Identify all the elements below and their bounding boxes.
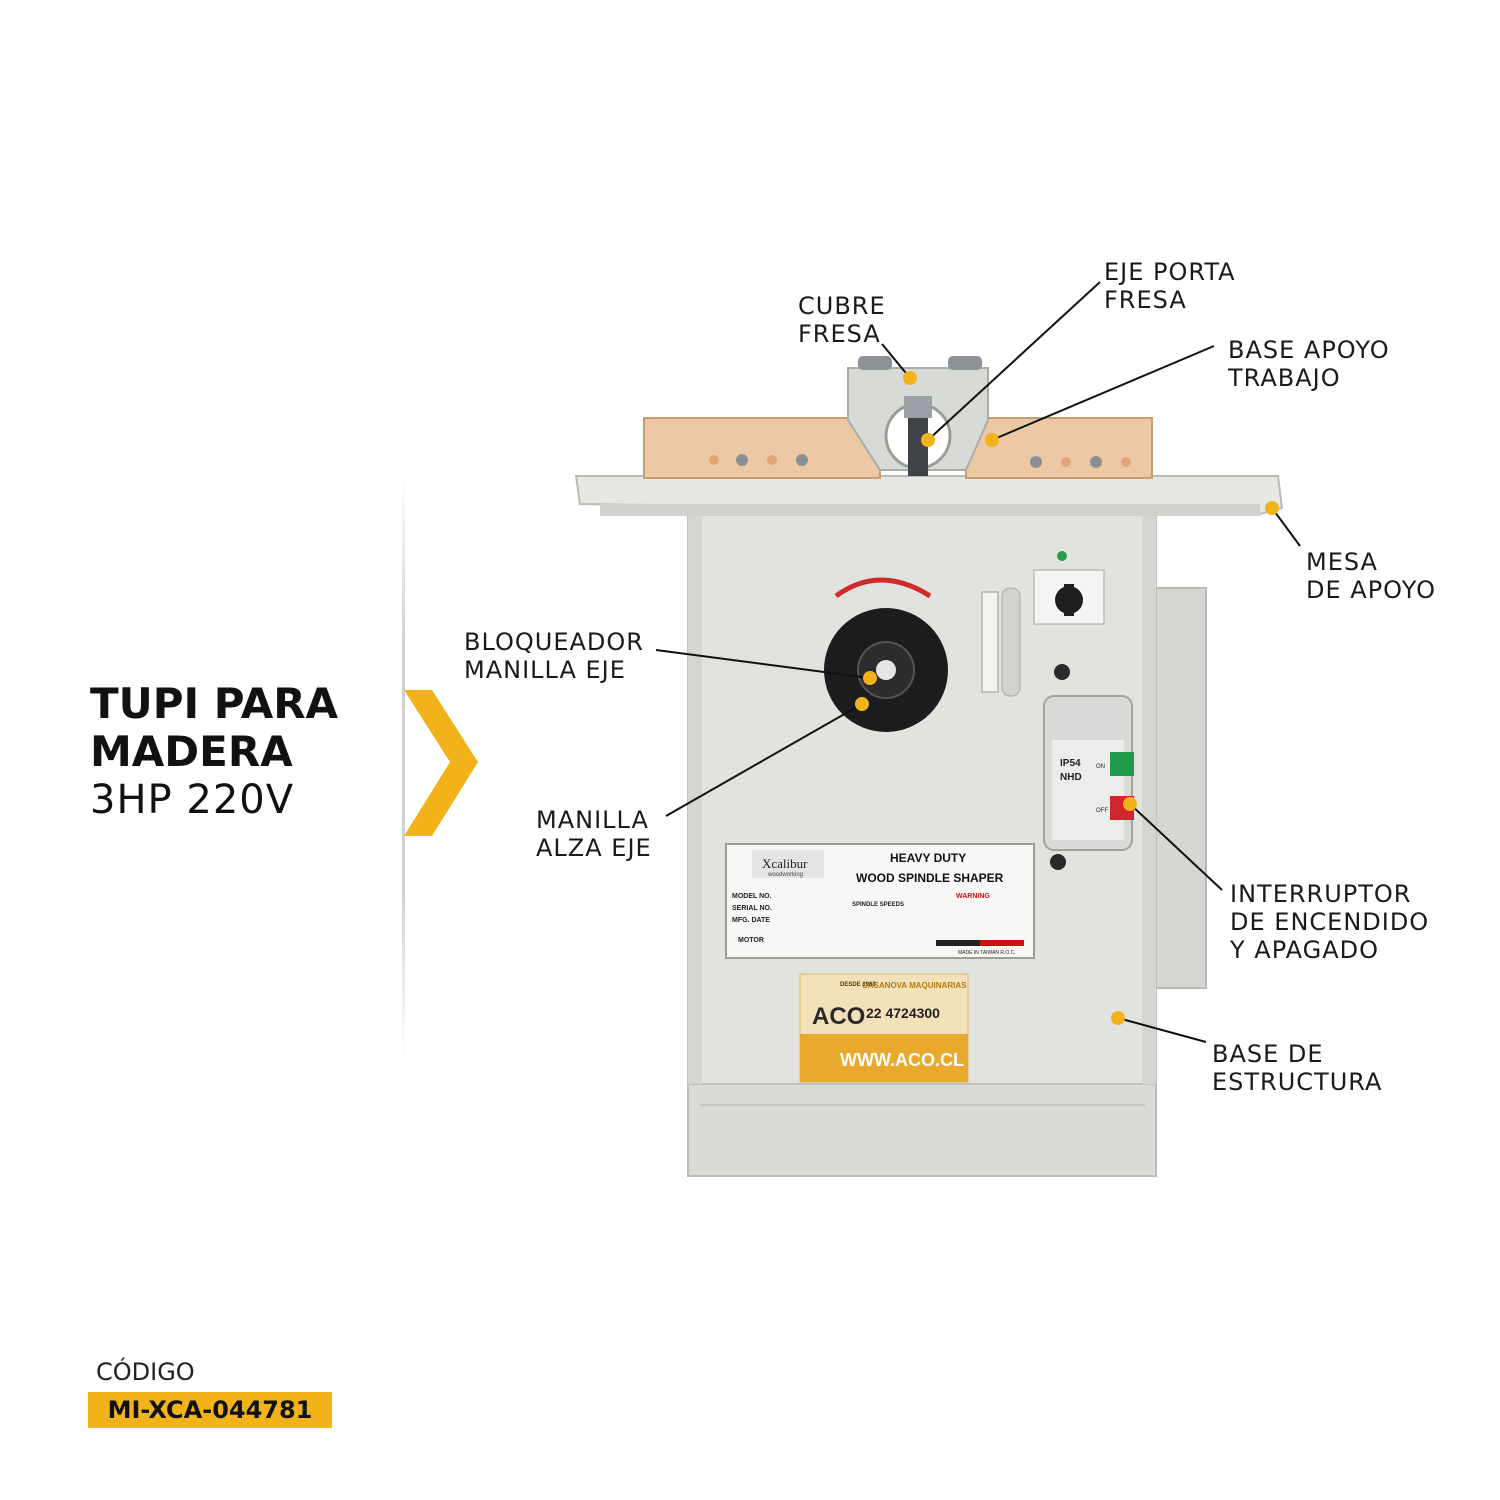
- callout-cubre-fresa: CUBRE FRESA: [798, 292, 886, 348]
- callout-base-de-estructura: BASE DE ESTRUCTURA: [1212, 1040, 1383, 1096]
- vertical-divider: [402, 470, 405, 1060]
- callout-eje-porta-fresa: EJE PORTA FRESA: [1104, 258, 1236, 314]
- callout-mesa-de-apoyo: MESA DE APOYO: [1306, 548, 1436, 604]
- height-scale: [981, 591, 999, 693]
- product-code-label: CÓDIGO: [96, 1358, 195, 1386]
- plate-brand-sub: woodworking: [767, 872, 803, 878]
- switch-brand: NHD: [1060, 772, 1082, 783]
- machine-base-plinth: [687, 1079, 1157, 1177]
- switch-on-button[interactable]: [1110, 752, 1134, 776]
- plate-motor: MOTOR: [738, 937, 764, 944]
- product-title-line1: TUPI PARA: [90, 679, 339, 728]
- wood-fence-right: [965, 417, 1153, 479]
- product-code-value: MI-XCA-044781: [88, 1392, 332, 1428]
- plate-line1: HEAVY DUTY: [890, 851, 966, 865]
- chevron-right-icon: [404, 690, 478, 836]
- switch-on-label: ON: [1096, 764, 1105, 770]
- rotation-arrow-icon: [834, 577, 932, 599]
- dealer-name: CASANOVA MAQUINARIAS: [862, 981, 967, 990]
- motor-housing: [1149, 587, 1207, 989]
- callout-interruptor: INTERRUPTOR DE ENCENDIDO Y APAGADO: [1230, 880, 1430, 964]
- spindle: [908, 400, 928, 476]
- plate-mfg: MFG. DATE: [732, 917, 770, 924]
- wood-fence-left: [643, 417, 881, 479]
- plate-model: MODEL NO.: [732, 893, 772, 900]
- switch-rating: IP54: [1060, 758, 1081, 769]
- callout-manilla-alza-eje: MANILLA ALZA EJE: [536, 806, 652, 862]
- plate-made-in: MADE IN TAIWAN R.O.C.: [958, 950, 1016, 956]
- plate-speeds: SPINDLE SPEEDS: [852, 902, 904, 908]
- dealer-since: DESDE 1960: [840, 982, 876, 988]
- dealer-logo: ACO: [812, 1003, 865, 1030]
- plate-warning: WARNING: [956, 893, 990, 900]
- plate-line2: WOOD SPINDLE SHAPER: [856, 871, 1004, 885]
- product-title-line2: MADERA: [90, 727, 293, 776]
- plate-brand: Xcalibur: [762, 856, 808, 871]
- product-title-line3: 3HP 220V: [90, 777, 295, 823]
- callout-base-apoyo-trabajo: BASE APOYO TRABAJO: [1228, 336, 1390, 392]
- callout-bloqueador-manilla-eje: BLOQUEADOR MANILLA EJE: [464, 628, 644, 684]
- dealer-phone: 22 4724300: [866, 1005, 940, 1021]
- plate-serial: SERIAL NO.: [732, 905, 772, 912]
- switch-off-label: OFF: [1096, 808, 1108, 814]
- dealer-url: WWW.ACO.CL: [840, 1050, 964, 1070]
